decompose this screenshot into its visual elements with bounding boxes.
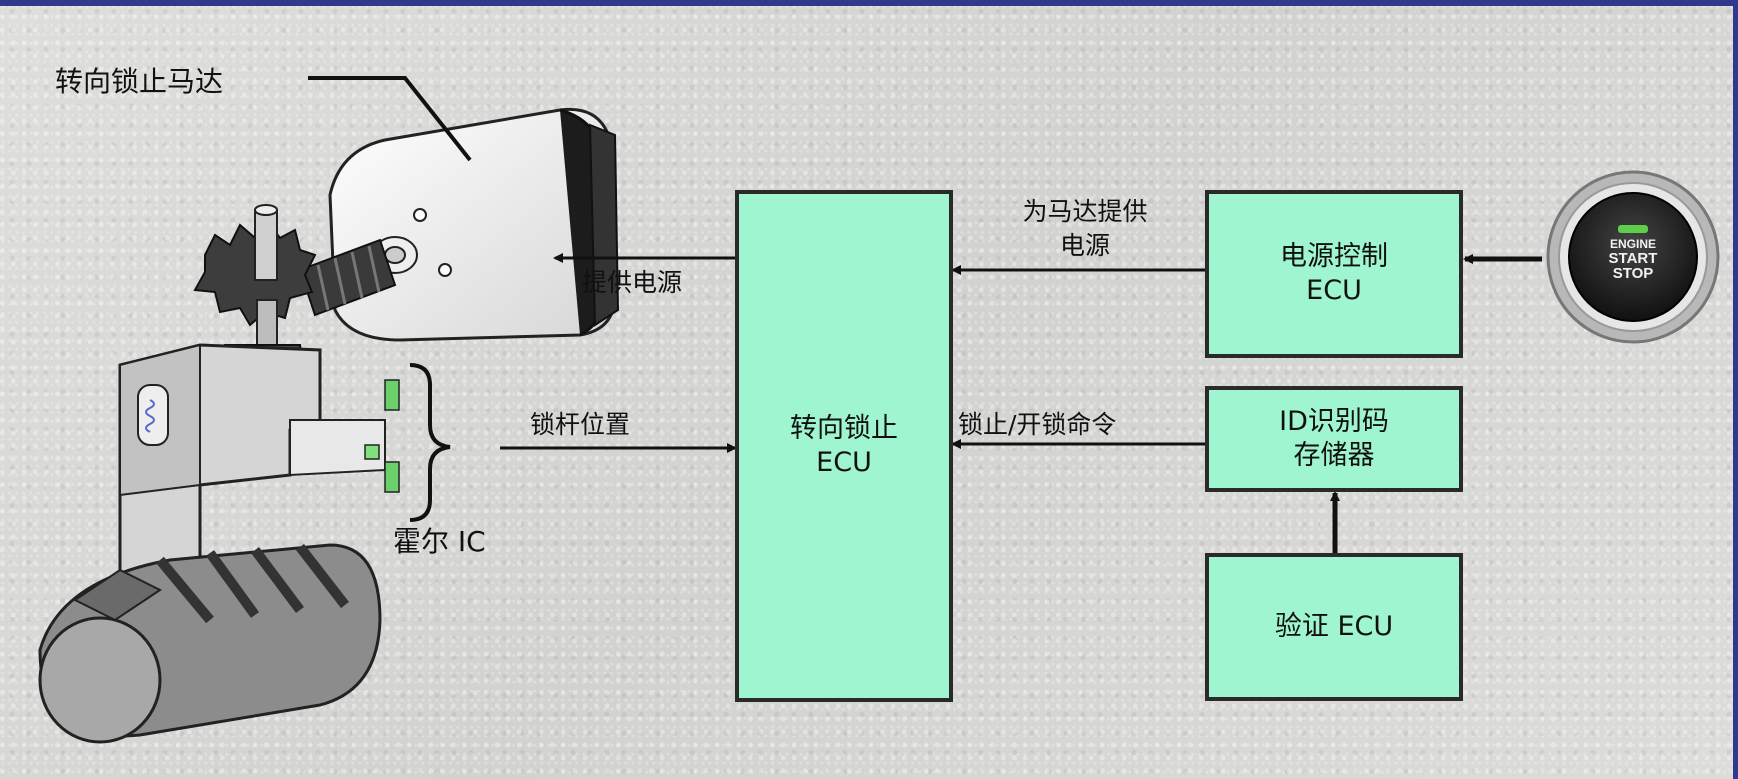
engine-button-line2: START — [1583, 251, 1683, 267]
steering-column-illustration — [40, 545, 380, 742]
power-control-ecu-line2: ECU — [1306, 274, 1362, 308]
verification-ecu-line1: 验证 ECU — [1275, 610, 1393, 644]
motor-power-label-line2: 电源 — [985, 226, 1185, 262]
power-control-ecu-line1: 电源控制 — [1280, 240, 1388, 274]
motor-label: 转向锁止马达 — [55, 60, 223, 100]
power-control-ecu-box: 电源控制 ECU — [1205, 190, 1463, 358]
steering-lock-ecu-box: 转向锁止 ECU — [735, 190, 953, 702]
steering-lock-ecu-line2: ECU — [816, 446, 872, 480]
motor-power-label-line1: 为马达提供 — [985, 192, 1185, 228]
hall-ic-label: 霍尔 IC — [393, 520, 486, 560]
id-code-storage-line2: 存储器 — [1294, 439, 1375, 473]
supply-power-label: 提供电源 — [582, 263, 682, 299]
engine-button-line3: STOP — [1583, 266, 1683, 282]
steering-lock-ecu-line1: 转向锁止 — [790, 412, 898, 446]
engine-button-text: ENGINE START STOP — [1583, 238, 1683, 282]
verification-ecu-box: 验证 ECU — [1205, 553, 1463, 701]
lock-command-label: 锁止/开锁命令 — [958, 405, 1116, 441]
engine-button-line1: ENGINE — [1583, 238, 1683, 251]
id-code-storage-box: ID识别码 存储器 — [1205, 386, 1463, 492]
steering-lock-motor-illustration — [330, 109, 618, 340]
lock-position-label: 锁杆位置 — [530, 405, 630, 441]
id-code-storage-line1: ID识别码 — [1279, 405, 1389, 439]
